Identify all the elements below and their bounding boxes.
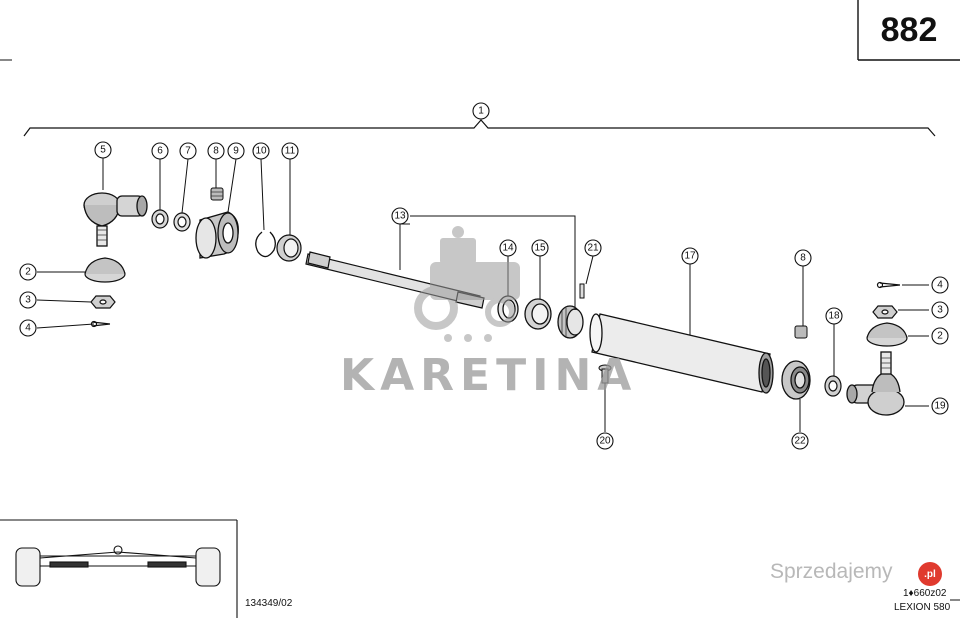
callout-19: 19: [934, 401, 946, 412]
callout-21: 21: [587, 243, 599, 254]
watermark-tractor-logo: [414, 226, 520, 342]
cotter-pin-left: [90, 320, 111, 328]
callout-7: 7: [185, 146, 191, 157]
threaded-nut: [557, 305, 584, 339]
bushing-6: [151, 209, 169, 229]
ball-joint-right: [846, 351, 905, 416]
callout-2-left: 2: [25, 267, 31, 278]
grease-nipple-8: [210, 187, 224, 201]
callout-4-right: 4: [937, 280, 943, 291]
callout-20: 20: [599, 436, 611, 447]
callout-14: 14: [502, 243, 514, 254]
nut-18: [824, 375, 842, 397]
callout-13: 13: [394, 211, 406, 222]
callout-5: 5: [100, 145, 106, 156]
callout-22: 22: [794, 436, 806, 447]
model-name: LEXION 580: [894, 602, 951, 613]
callout-3-left: 3: [25, 295, 31, 306]
clamp-22: [781, 360, 811, 400]
callout-1: 1: [478, 106, 484, 117]
castle-nut-right: [872, 305, 898, 319]
vehicle-inset: [0, 519, 238, 618]
callout-18: 18: [828, 311, 840, 322]
circlip-10: [255, 231, 276, 258]
callout-8-right: 8: [800, 253, 806, 264]
ring-7: [173, 212, 191, 232]
callout-6: 6: [157, 146, 163, 157]
assembly-bracket: [23, 119, 936, 137]
watermark-site-badge: .pl: [918, 562, 942, 586]
dust-cap-right: [866, 322, 908, 347]
grease-nipple-8-right: [794, 325, 808, 339]
tube-17: [589, 313, 774, 394]
bushing-11: [276, 234, 302, 262]
castle-nut-left: [90, 295, 116, 309]
sleeve-9: [195, 211, 239, 259]
page-number: 882: [880, 10, 938, 49]
drawing-number-right: 1♦660z02: [903, 588, 947, 599]
callout-17: 17: [684, 251, 696, 262]
callout-11: 11: [285, 146, 296, 157]
leader-lines: [36, 158, 929, 432]
bushing-15: [524, 298, 552, 330]
watermark-brand: KARETINA: [340, 350, 638, 401]
cotter-pin-right: [876, 281, 901, 289]
watermark-site: Sprzedajemy: [770, 560, 893, 583]
callout-3-right: 3: [937, 305, 943, 316]
callout-4-left: 4: [25, 323, 31, 334]
bolt-20: [598, 364, 612, 384]
drawing-number-left: 134349/02: [245, 598, 293, 609]
callout-2-right: 2: [937, 331, 943, 342]
dust-cap-left: [84, 257, 126, 283]
callout-9: 9: [233, 146, 239, 157]
callout-8-left: 8: [213, 146, 219, 157]
callout-15: 15: [534, 243, 546, 254]
pin-21: [579, 283, 585, 299]
ball-joint-left: [83, 192, 148, 247]
callout-10: 10: [255, 146, 267, 157]
callout-circles: [19, 102, 949, 450]
